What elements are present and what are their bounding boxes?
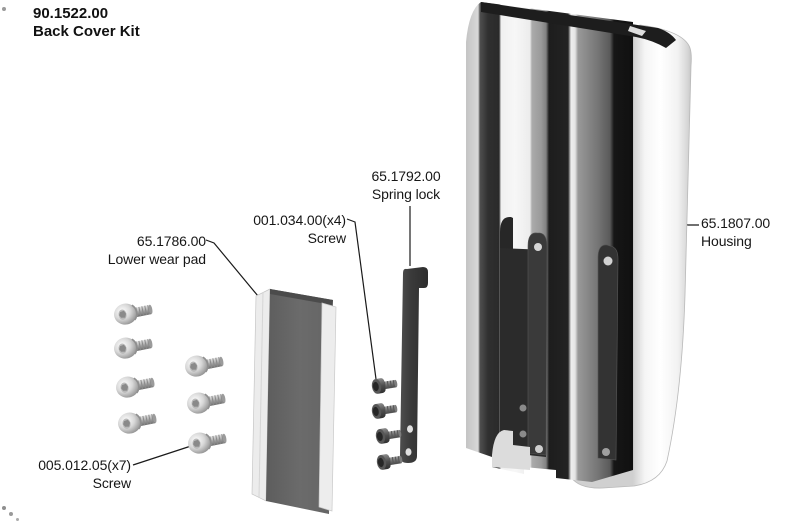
housing-top-notch — [628, 26, 646, 36]
kit-title: 90.1522.00 Back Cover Kit — [33, 5, 140, 41]
page-artifact-dot — [2, 506, 6, 510]
leader-screw-x7 — [132, 445, 192, 466]
button-head-screw — [116, 408, 160, 437]
part-name: Spring lock — [371, 186, 441, 202]
screw-group-x7 — [112, 299, 230, 457]
part-number: 001.034.00(x4) — [253, 212, 346, 228]
label-lower-wear-pad: 65.1786.00 Lower wear pad — [46, 232, 206, 268]
spring-lock-body — [399, 267, 428, 463]
leader-screw-x4 — [346, 218, 377, 380]
part-name: Housing — [701, 233, 752, 249]
page-artifact-dot — [16, 518, 19, 521]
kit-name: Back Cover Kit — [33, 23, 140, 40]
wear-pad-right-flange — [318, 302, 337, 512]
socket-head-screw — [374, 425, 403, 446]
button-head-screw — [114, 372, 158, 401]
spring-lock-drawing — [399, 267, 428, 463]
part-name: Screw — [307, 230, 347, 246]
housing-top-cap — [481, 2, 676, 48]
housing-screw-hole — [519, 404, 527, 412]
button-head-screw — [185, 388, 229, 417]
housing-inner-pad-step — [500, 216, 513, 252]
part-name: Lower wear pad — [107, 251, 206, 267]
housing-screw-hole — [602, 448, 610, 456]
part-number: 65.1786.00 — [136, 233, 206, 249]
page-artifact-dot — [9, 512, 13, 516]
page-artifact-dot — [2, 7, 6, 11]
button-head-screw — [186, 428, 230, 457]
wear-pad-face — [266, 289, 333, 514]
leader-lower-wear-pad — [205, 239, 259, 297]
housing-screw-hole — [535, 445, 543, 453]
spring-lock-hole — [405, 448, 412, 456]
wear-pad-top-edge — [270, 289, 333, 305]
label-screw-x7: 005.012.05(x7) Screw — [0, 456, 131, 492]
housing-screw-hole — [519, 430, 527, 438]
housing-screw-hole — [603, 256, 613, 266]
housing-bottom-channel — [492, 430, 530, 470]
label-spring-lock: 65.1792.00 Spring lock — [346, 167, 466, 203]
label-screw-x4: 001.034.00(x4) Screw — [186, 211, 346, 247]
part-number: 65.1792.00 — [371, 168, 441, 184]
spring-lock-hole — [407, 425, 413, 433]
housing-tongue-left — [527, 232, 548, 456]
socket-head-screw — [370, 400, 399, 421]
button-head-screw — [183, 351, 227, 380]
button-head-screw — [112, 299, 156, 328]
part-name: Screw — [92, 475, 132, 491]
kit-number: 90.1522.00 — [33, 5, 109, 22]
lower-wear-pad-drawing — [251, 288, 337, 514]
housing-tongue-right — [597, 244, 619, 461]
socket-head-screw — [370, 375, 399, 396]
part-number: 65.1807.00 — [701, 215, 771, 231]
screw-group-x4 — [370, 375, 404, 472]
housing-outer-shell — [570, 24, 692, 489]
housing-screw-hole — [534, 243, 542, 251]
socket-head-screw — [375, 451, 404, 472]
label-housing: 65.1807.00 Housing — [701, 214, 770, 250]
button-head-screw — [112, 333, 156, 362]
part-number: 005.012.05(x7) — [38, 457, 131, 473]
housing-drawing — [466, 2, 692, 489]
